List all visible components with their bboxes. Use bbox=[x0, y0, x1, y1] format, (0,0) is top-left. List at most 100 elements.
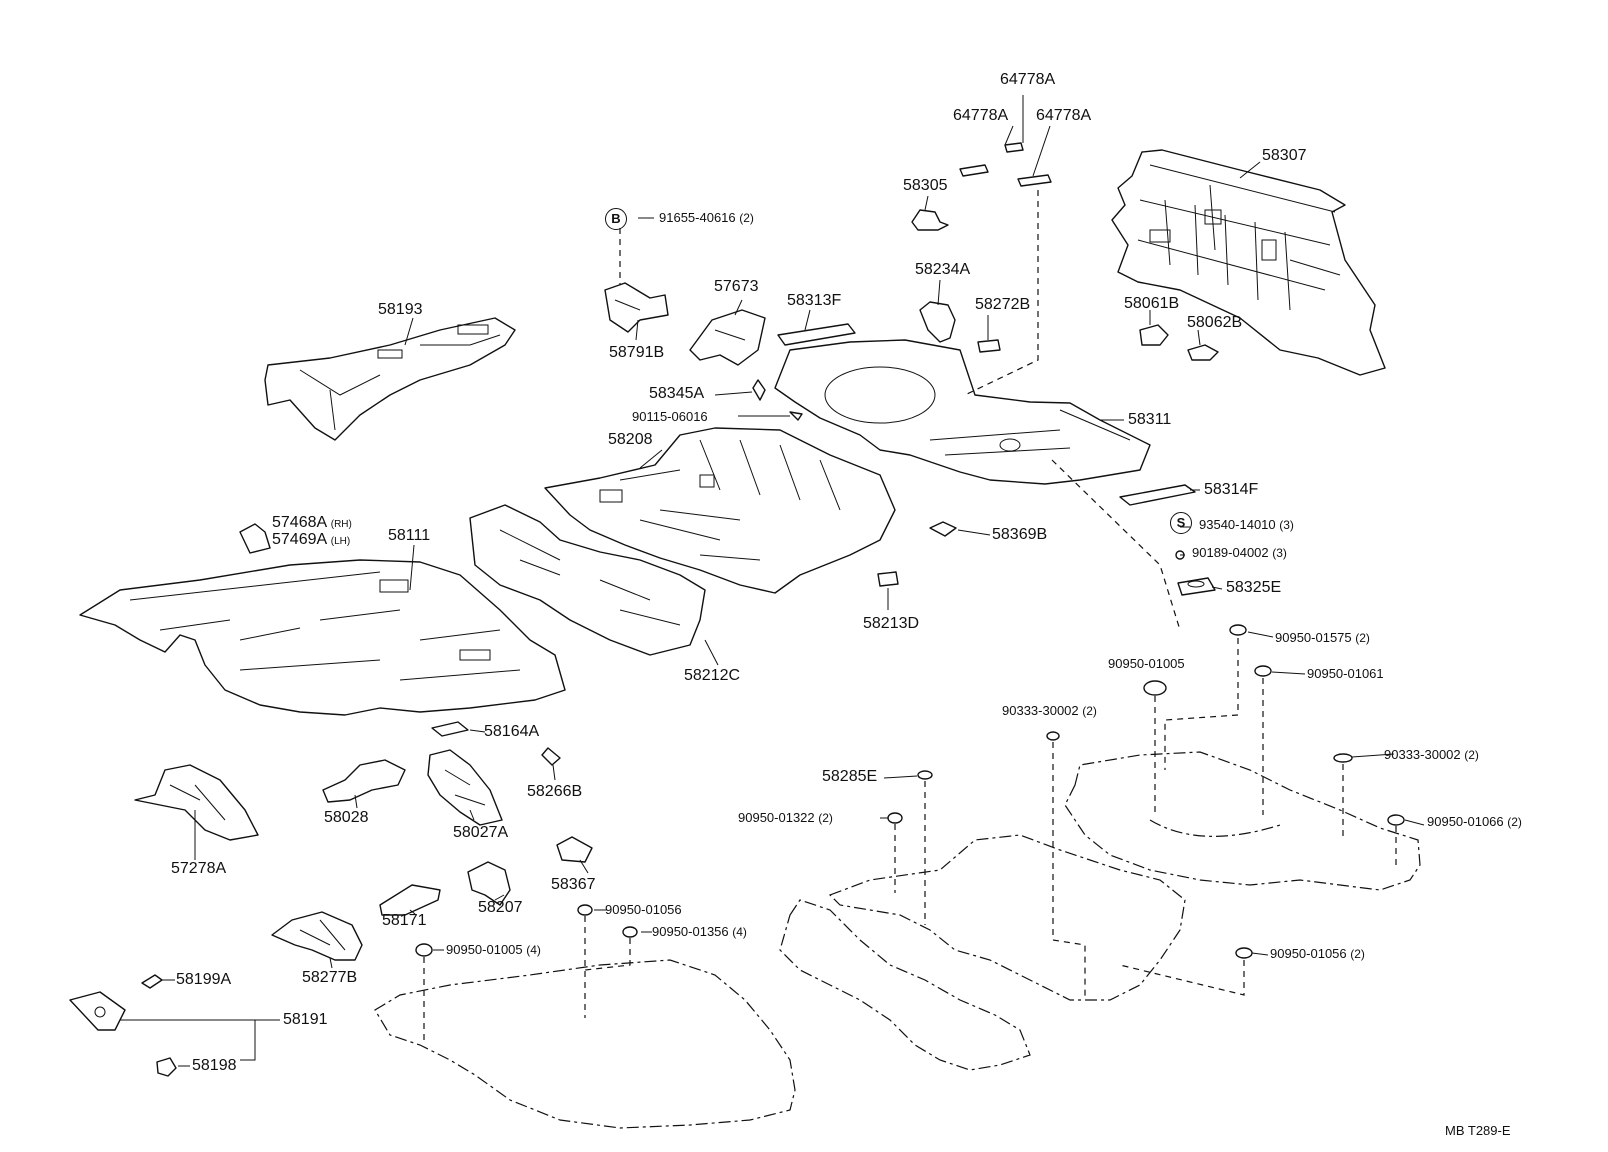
part-58193-drawing bbox=[264, 317, 516, 441]
label-58198: 58198 bbox=[192, 1057, 237, 1074]
ref-circle-S: S bbox=[1170, 512, 1192, 534]
part-58791B-drawing bbox=[604, 282, 669, 333]
part-58111-drawing bbox=[79, 559, 566, 716]
label-90333-30002-left: 90333-30002 (2) bbox=[1002, 704, 1097, 717]
part-58369B-drawing bbox=[929, 521, 957, 537]
part-90115-06016-drawing bbox=[789, 411, 803, 421]
label-58164A: 58164A bbox=[484, 723, 540, 740]
ref-circle-B: B bbox=[605, 208, 627, 230]
label-90189-04002: 90189-04002 (3) bbox=[1192, 546, 1287, 559]
label-90950-01575-qty: (2) bbox=[1355, 631, 1370, 645]
part-58277B-drawing bbox=[271, 911, 363, 961]
label-57468A-side: (RH) bbox=[330, 519, 352, 530]
label-58313F: 58313F bbox=[787, 292, 842, 309]
part-57468A-drawing bbox=[239, 523, 271, 554]
label-93540-14010-qty: (3) bbox=[1279, 518, 1294, 532]
label-57468A: 57468A (RH) bbox=[272, 515, 352, 531]
label-58061B: 58061B bbox=[1124, 295, 1180, 312]
part-58191-drawing bbox=[69, 991, 126, 1031]
label-90950-01005-b: 90950-01005 (4) bbox=[446, 943, 541, 956]
part-58325E-drawing bbox=[1177, 577, 1216, 596]
label-57469A-code: 57469A bbox=[272, 531, 327, 548]
label-90950-01066-code: 90950-01066 bbox=[1427, 814, 1504, 829]
part-58207-drawing bbox=[467, 861, 511, 906]
label-58311: 58311 bbox=[1128, 411, 1172, 428]
label-93540-14010-code: 93540-14010 bbox=[1199, 517, 1276, 532]
label-90950-01356-code: 90950-01356 bbox=[652, 924, 729, 939]
label-58208: 58208 bbox=[608, 431, 653, 448]
label-90950-01005-b-code: 90950-01005 bbox=[446, 942, 523, 957]
carpet-center bbox=[779, 834, 1186, 1071]
label-90333-30002-left-code: 90333-30002 bbox=[1002, 703, 1079, 718]
label-58277B: 58277B bbox=[302, 969, 358, 986]
label-58199A: 58199A bbox=[176, 971, 232, 988]
label-91655-40616-qty: (2) bbox=[739, 211, 754, 225]
part-58314F-drawing bbox=[1119, 484, 1196, 506]
label-58305: 58305 bbox=[903, 177, 948, 194]
part-58307-drawing bbox=[1111, 149, 1386, 376]
label-90950-01356: 90950-01356 (4) bbox=[652, 925, 747, 938]
label-90950-01056-b: 90950-01056 (2) bbox=[1270, 947, 1365, 960]
part-58164A-drawing bbox=[431, 721, 469, 737]
part-58027A-drawing bbox=[427, 749, 503, 826]
label-58266B: 58266B bbox=[527, 783, 583, 800]
label-57469A: 57469A (LH) bbox=[272, 532, 350, 548]
part-58213D-drawing bbox=[877, 571, 899, 587]
label-57278A: 57278A bbox=[171, 860, 227, 877]
part-58198-drawing bbox=[156, 1057, 177, 1077]
label-58171: 58171 bbox=[382, 912, 427, 929]
label-64778A-left: 64778A bbox=[953, 107, 1009, 124]
part-57278A-drawing bbox=[134, 764, 259, 841]
label-58314F: 58314F bbox=[1204, 481, 1259, 498]
label-90950-01056-a: 90950-01056 bbox=[605, 902, 682, 917]
part-58199A-drawing bbox=[141, 974, 163, 989]
part-58311-drawing bbox=[774, 339, 1151, 485]
label-58028: 58028 bbox=[324, 809, 369, 826]
label-90950-01066-qty: (2) bbox=[1507, 815, 1522, 829]
label-90115-06016: 90115-06016 bbox=[632, 409, 708, 424]
label-90189-04002-code: 90189-04002 bbox=[1192, 545, 1269, 560]
label-58062B: 58062B bbox=[1187, 314, 1243, 331]
label-58027A: 58027A bbox=[453, 824, 509, 841]
label-90950-01322: 90950-01322 (2) bbox=[738, 811, 833, 824]
label-64778A-right: 64778A bbox=[1036, 107, 1092, 124]
label-90950-01322-code: 90950-01322 bbox=[738, 810, 815, 825]
drawing-code: MB T289-E bbox=[1445, 1123, 1511, 1138]
carpet-rear bbox=[1064, 751, 1421, 891]
label-58191: 58191 bbox=[283, 1011, 328, 1028]
part-58234A-drawing bbox=[919, 301, 956, 343]
label-90950-01056-b-code: 90950-01056 bbox=[1270, 946, 1347, 961]
label-90950-01322-qty: (2) bbox=[818, 811, 833, 825]
label-58791B: 58791B bbox=[609, 344, 665, 361]
label-90333-30002-right-code: 90333-30002 bbox=[1384, 747, 1461, 762]
label-58193: 58193 bbox=[378, 301, 423, 318]
part-58171-drawing bbox=[379, 884, 441, 916]
label-90950-01056-b-qty: (2) bbox=[1350, 947, 1365, 961]
label-90950-01066: 90950-01066 (2) bbox=[1427, 815, 1522, 828]
label-90950-01005-b-qty: (4) bbox=[526, 943, 541, 957]
label-58111: 58111 bbox=[388, 527, 431, 544]
part-58367-drawing bbox=[556, 836, 593, 863]
label-90333-30002-left-qty: (2) bbox=[1082, 704, 1097, 718]
label-58285E: 58285E bbox=[822, 768, 878, 785]
label-57469A-side: (LH) bbox=[330, 536, 351, 547]
label-90950-01061: 90950-01061 bbox=[1307, 666, 1384, 681]
label-91655-40616-code: 91655-40616 bbox=[659, 210, 736, 225]
part-64778A-pads bbox=[959, 142, 1052, 187]
part-57673-drawing bbox=[689, 309, 766, 366]
label-90189-04002-qty: (3) bbox=[1272, 546, 1287, 560]
label-64778A-top: 64778A bbox=[1000, 71, 1056, 88]
label-58212C: 58212C bbox=[684, 667, 741, 684]
part-58208-drawing bbox=[544, 427, 896, 594]
label-90950-01356-qty: (4) bbox=[732, 925, 747, 939]
part-58305-drawing bbox=[911, 209, 949, 231]
plugs bbox=[415, 624, 1405, 959]
label-57673: 57673 bbox=[714, 278, 759, 295]
label-90333-30002-right-qty: (2) bbox=[1464, 748, 1479, 762]
part-58212C-drawing bbox=[469, 504, 706, 656]
part-58062B-drawing bbox=[1187, 344, 1219, 361]
label-93540-14010: 93540-14010 (3) bbox=[1199, 518, 1294, 531]
part-58061B-drawing bbox=[1139, 324, 1169, 346]
part-58313F-drawing bbox=[777, 323, 856, 346]
leader-lines bbox=[120, 95, 1425, 1067]
